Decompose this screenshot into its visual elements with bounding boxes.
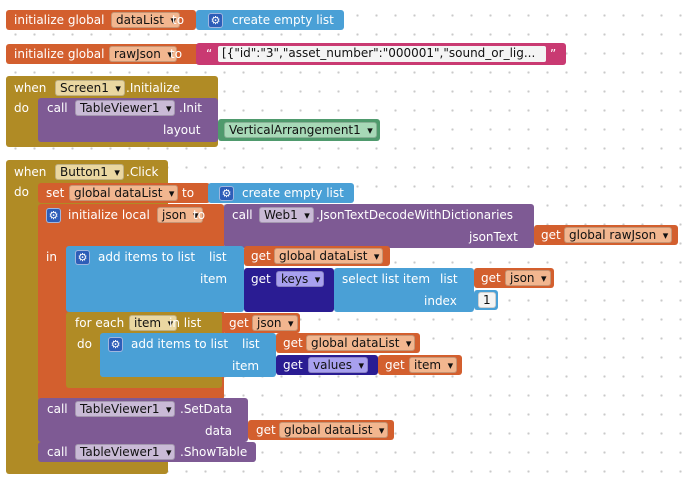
do-keyword: do	[14, 101, 29, 115]
get-keyword: get	[283, 358, 303, 372]
tableviewer1-component-dropdown[interactable]: TableViewer1	[75, 401, 176, 417]
mutator-gear-icon[interactable]: ⚙	[46, 208, 61, 223]
mutator-gear-icon[interactable]: ⚙	[219, 186, 234, 201]
initialize-event-name: .Initialize	[126, 81, 181, 95]
add-items-label: add items to list	[131, 337, 229, 351]
get-datalist-dropdown[interactable]: global dataList	[279, 422, 389, 438]
global-var-name-datalist[interactable]: dataList	[111, 12, 181, 28]
json-decode-method-name: .JsonTextDecodeWithDictionaries	[316, 208, 514, 222]
local-to-label: to	[193, 208, 206, 222]
get-json-dropdown[interactable]: json	[252, 315, 298, 331]
get-keyword: get	[251, 272, 271, 286]
index-param-label: index	[424, 294, 457, 308]
jsontext-param-label: jsonText	[469, 230, 518, 244]
list-param-label: list	[209, 250, 227, 264]
item-param-label: item	[200, 272, 228, 286]
create-empty-list-block[interactable]	[196, 10, 344, 30]
when-keyword: when	[14, 81, 47, 95]
init-global-keyword: initialize global	[14, 47, 105, 61]
add-items-label: add items to list	[98, 250, 196, 264]
tableviewer1-component-dropdown[interactable]: TableViewer1	[75, 100, 176, 116]
get-keyword: get	[283, 336, 303, 350]
set-to-label: to	[182, 186, 195, 200]
get-keyword: get	[481, 271, 501, 285]
do-keyword: do	[77, 337, 92, 351]
add-items-to-list-block[interactable]	[100, 333, 276, 377]
do-keyword: do	[14, 185, 29, 199]
button1-component-dropdown[interactable]: Button1	[55, 164, 124, 180]
create-empty-list-label: create empty list	[242, 186, 344, 200]
local-var-name-json[interactable]: json	[157, 207, 203, 223]
for-each-item-var[interactable]: item	[129, 315, 178, 331]
text-string-field[interactable]: [{"id":"3","asset_number":"000001","soun…	[218, 46, 546, 62]
select-list-item-block[interactable]	[334, 268, 474, 312]
web1-component-dropdown[interactable]: Web1	[259, 207, 314, 223]
get-rawjson-dropdown[interactable]: global rawJson	[564, 227, 673, 243]
item-param-label: item	[232, 359, 260, 373]
get-datalist-dropdown[interactable]: global dataList	[306, 335, 416, 351]
get-keyword: get	[251, 249, 271, 263]
set-keyword: set	[46, 186, 65, 200]
call-keyword: call	[47, 445, 68, 459]
data-param-label: data	[205, 424, 233, 438]
open-quote: “	[206, 47, 213, 61]
verticalarrangement1-dropdown[interactable]: VerticalArrangement1	[224, 122, 377, 138]
screen1-component-dropdown[interactable]: Screen1	[55, 80, 125, 96]
when-keyword: when	[14, 165, 47, 179]
get-keyword: get	[229, 316, 249, 330]
global-var-name-rawjson[interactable]: rawJson	[109, 46, 177, 62]
init-to-label: to	[172, 13, 185, 27]
in-list-label: in list	[169, 316, 202, 330]
mutator-gear-icon[interactable]: ⚙	[208, 13, 223, 28]
click-event-name: .Click	[126, 165, 159, 179]
for-each-label: for each	[75, 316, 125, 330]
create-empty-list-label: create empty list	[232, 13, 334, 27]
mutator-gear-icon[interactable]: ⚙	[75, 250, 90, 265]
call-keyword: call	[47, 402, 68, 416]
list-param-label: list	[440, 272, 458, 286]
select-list-item-label: select list item	[342, 272, 431, 286]
list-param-label: list	[242, 337, 260, 351]
get-json-dropdown[interactable]: json	[505, 270, 551, 286]
init-to-label: to	[170, 47, 183, 61]
init-method-name: .Init	[179, 101, 202, 115]
tableviewer1-component-dropdown[interactable]: TableViewer1	[75, 444, 176, 460]
close-quote: ”	[550, 47, 557, 61]
get-keyword: get	[385, 358, 405, 372]
create-empty-list-block[interactable]	[208, 183, 354, 203]
setdata-method-name: .SetData	[180, 402, 233, 416]
in-keyword: in	[46, 250, 57, 264]
init-global-keyword: initialize global	[14, 13, 105, 27]
showtable-method-name: .ShowTable	[180, 445, 248, 459]
layout-param-label: layout	[163, 123, 201, 137]
get-keyword: get	[256, 423, 276, 437]
get-datalist-dropdown[interactable]: global dataList	[274, 248, 384, 264]
initialize-local-keyword: initialize local	[68, 208, 150, 222]
mutator-gear-icon[interactable]: ⚙	[108, 337, 123, 352]
set-variable-dropdown[interactable]: global dataList	[69, 185, 179, 201]
call-keyword: call	[232, 208, 253, 222]
keys-dropdown[interactable]: keys	[276, 271, 325, 287]
index-number-field[interactable]: 1	[478, 292, 496, 308]
values-dropdown[interactable]: values	[308, 357, 369, 373]
get-keyword: get	[541, 228, 561, 242]
get-item-dropdown[interactable]: item	[409, 357, 458, 373]
add-items-to-list-block[interactable]	[66, 246, 244, 312]
call-keyword: call	[47, 101, 68, 115]
